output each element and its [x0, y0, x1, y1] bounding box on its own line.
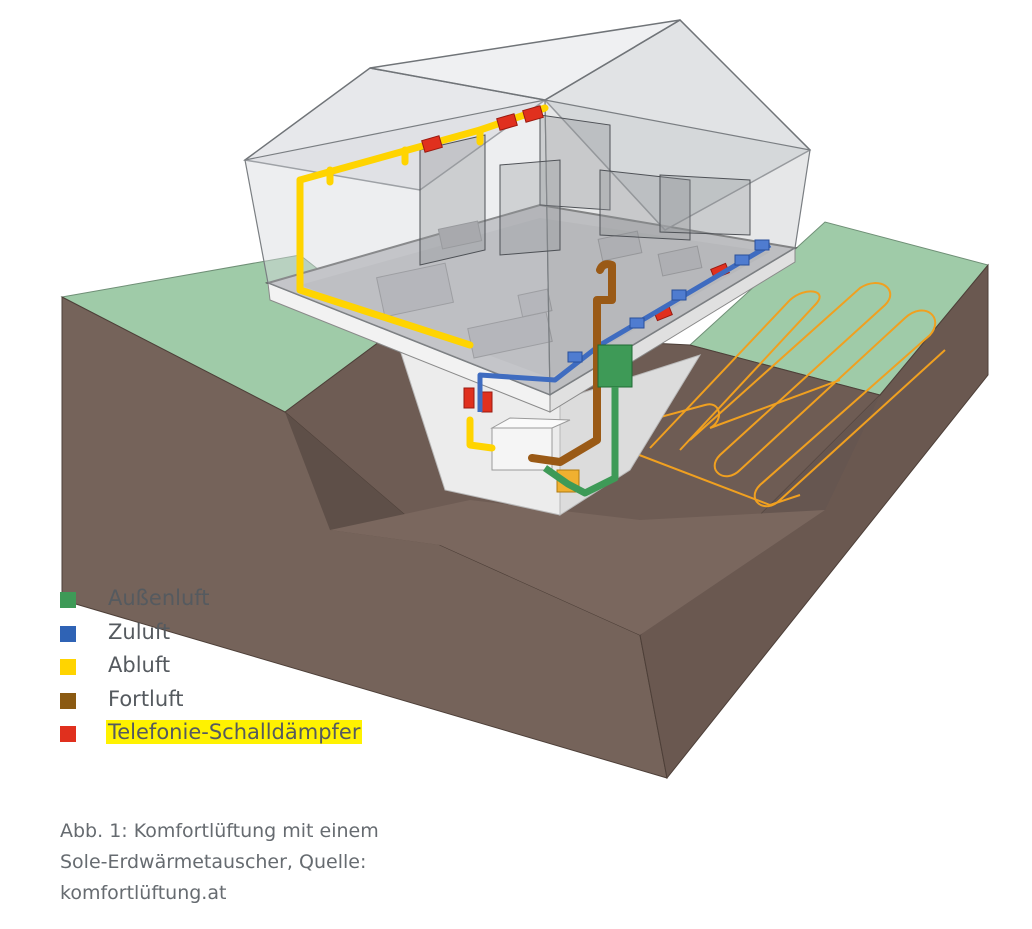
brine-loop-coil [599, 282, 946, 508]
figure-caption: Abb. 1: Komfortlüftung mit einem Sole-Er… [60, 816, 480, 909]
supply-air-duct [477, 242, 772, 412]
roof-ridge [369, 19, 681, 101]
caption-line: Sole-Erdwärmetauscher, Quelle: [60, 851, 367, 873]
inner-partition-d [659, 174, 751, 236]
ventilation-unit-top [490, 417, 571, 429]
legend-swatch-supply-air [60, 625, 76, 642]
legend-swatch-outgoing-air [60, 692, 76, 709]
inner-partition-e [499, 159, 561, 256]
wall-right [544, 99, 811, 397]
caption-line: Abb. 1: Komfortlüftung mit einem [60, 820, 379, 842]
legend-swatch-silencer [60, 726, 76, 742]
caption-line: komfortlüftung.at [60, 882, 227, 904]
outgoing-air-duct [528, 260, 616, 466]
legend-label-silencer: Telefonie-Schalldämpfer [106, 720, 363, 744]
supply-outlets [567, 239, 770, 363]
legend-label-outgoing-air: Fortluft [108, 686, 184, 711]
legend-label-exhaust-air: Abluft [108, 653, 171, 677]
legend-label-outdoor-air: Außenluft [108, 586, 210, 610]
pit-wall-left [285, 412, 440, 545]
outdoor-air-intake-box [597, 344, 633, 388]
legend-swatch-exhaust-air [60, 659, 76, 675]
outdoor-air-duct [543, 344, 633, 497]
inner-partition-b [539, 114, 611, 211]
pit-bottom [330, 500, 825, 635]
exhaust-air-duct [296, 104, 549, 452]
inner-partition-a [419, 134, 486, 266]
ventilation-unit-box [491, 427, 553, 471]
furniture [376, 220, 703, 359]
legend-label-supply-air: Zuluft [108, 619, 171, 644]
legend-swatch-outdoor-air [60, 592, 76, 608]
